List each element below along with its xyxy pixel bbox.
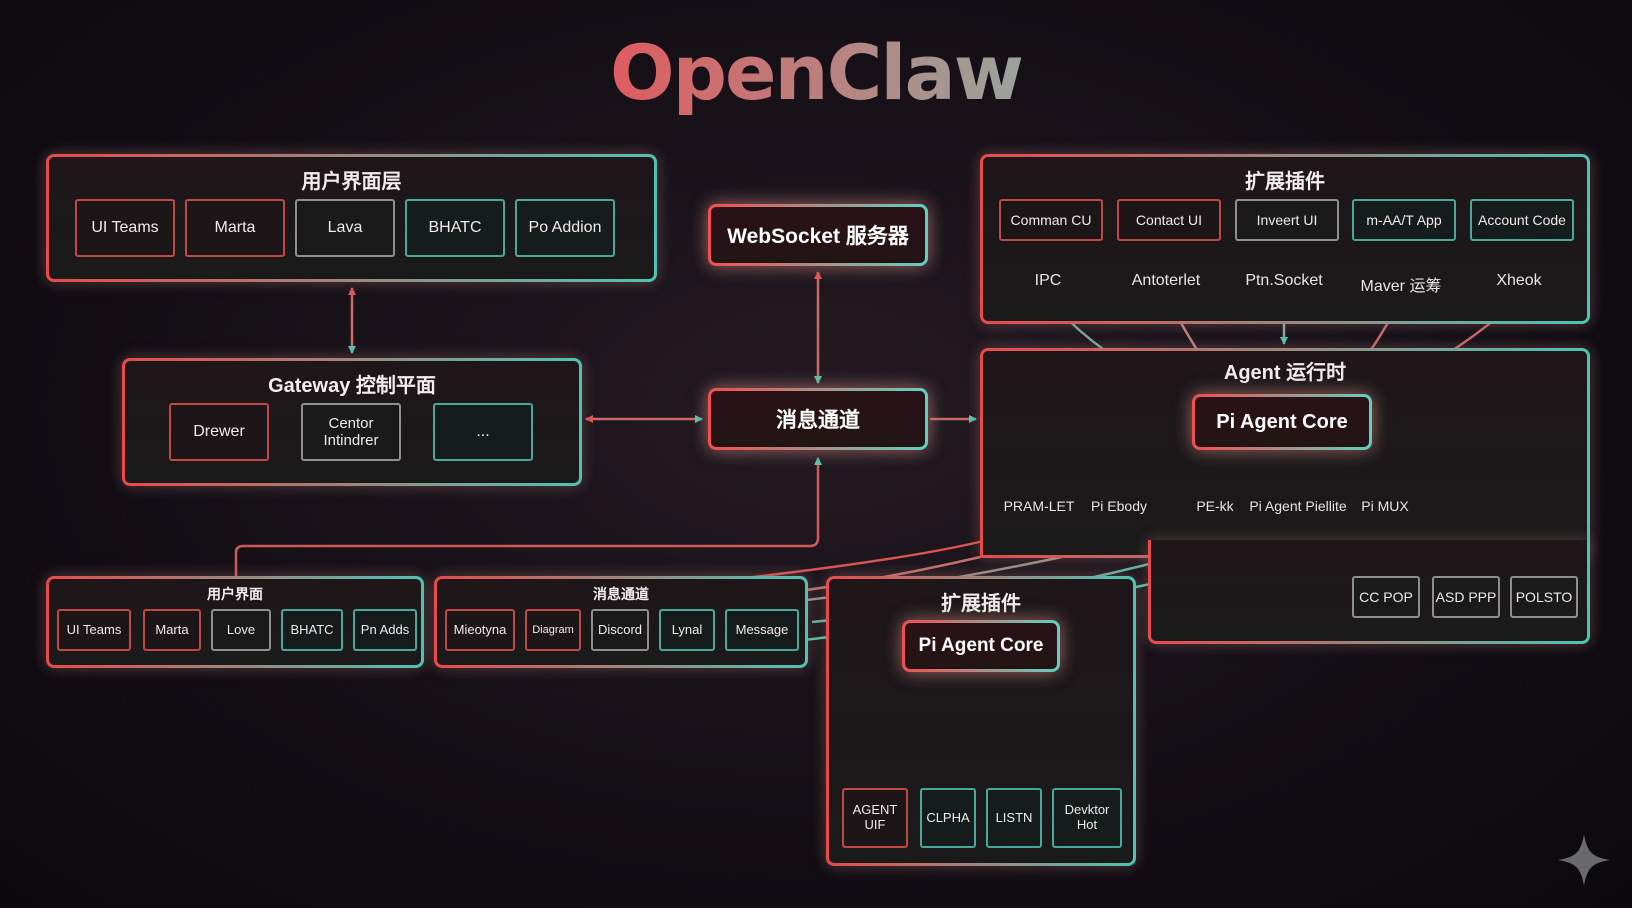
ui-surface-title: 用户界面 <box>207 586 263 602</box>
channel-item[interactable]: Lynal <box>659 609 715 651</box>
ui-layer-item[interactable]: BHATC <box>405 199 505 257</box>
agent-output: PE-kk <box>1196 498 1234 514</box>
agent-output: Pi Ebody <box>1090 498 1148 514</box>
agent-output: Pi Agent Piellite <box>1249 498 1347 514</box>
gateway-item[interactable]: Drewer <box>169 403 269 461</box>
pi-agent-core-node[interactable]: Pi Agent Core <box>1192 394 1372 450</box>
extensions-bottom-title: 扩展插件 <box>941 593 1021 615</box>
extension-item[interactable]: Comman CU <box>999 199 1103 241</box>
ui-surface-panel: 用户界面 UI Teams Marta Love BHATC Pn Adds <box>46 576 424 668</box>
agent-output: Pi MUX <box>1361 498 1409 514</box>
channel-item[interactable]: Message <box>725 609 799 651</box>
channel-item[interactable]: Discord <box>591 609 649 651</box>
extension-bottom-item[interactable]: AGENT UIF <box>842 788 908 848</box>
extension-output: Maver 运筹 <box>1360 278 1442 295</box>
extension-bottom-item[interactable]: LISTN <box>986 788 1042 848</box>
extensions-top-title: 扩展插件 <box>1245 171 1325 193</box>
ui-surface-item[interactable]: Pn Adds <box>353 609 417 651</box>
app-title: OpenClaw <box>0 28 1632 117</box>
agent-runtime-panel <box>980 348 1590 558</box>
extension-bottom-item[interactable]: Devktor Hot <box>1052 788 1122 848</box>
extension-output: Xheok <box>1496 272 1542 289</box>
gateway-item[interactable]: Centor Intindrer <box>301 403 401 461</box>
channels-title: 消息通道 <box>593 586 649 602</box>
extension-item[interactable]: m-AA/T App <box>1352 199 1456 241</box>
message-channel-node[interactable]: 消息通道 <box>708 388 928 450</box>
extension-item[interactable]: Account Code <box>1470 199 1574 241</box>
ui-surface-item[interactable]: Marta <box>143 609 201 651</box>
ui-layer-title: 用户界面层 <box>301 171 402 193</box>
extensions-top-panel: 扩展插件 Comman CU Contact UI Inveert UI m-A… <box>980 154 1590 324</box>
gateway-title: Gateway 控制平面 <box>268 375 436 397</box>
ui-layer-item[interactable]: Po Addion <box>515 199 615 257</box>
agent-tool[interactable]: ASD PPP <box>1432 576 1500 618</box>
extension-item[interactable]: Contact UI <box>1117 199 1221 241</box>
sparkle-icon <box>1558 834 1610 886</box>
ui-surface-item[interactable]: Love <box>211 609 271 651</box>
channel-item[interactable]: Mieotyna <box>445 609 515 651</box>
extension-bottom-item[interactable]: CLPHA <box>920 788 976 848</box>
ui-layer-item[interactable]: Marta <box>185 199 285 257</box>
ui-surface-item[interactable]: UI Teams <box>57 609 131 651</box>
gateway-panel: Gateway 控制平面 Drewer Centor Intindrer ... <box>122 358 582 486</box>
channels-panel: 消息通道 Mieotyna Diagram Discord Lynal Mess… <box>434 576 808 668</box>
ui-surface-item[interactable]: BHATC <box>281 609 343 651</box>
extension-item[interactable]: Inveert UI <box>1235 199 1339 241</box>
agent-output: PRAM-LET <box>1003 498 1075 514</box>
extension-output: IPC <box>1034 272 1062 289</box>
pi-agent-core-bottom-node[interactable]: Pi Agent Core <box>902 620 1060 672</box>
ui-layer-item[interactable]: UI Teams <box>75 199 175 257</box>
gateway-item[interactable]: ... <box>433 403 533 461</box>
agent-tool[interactable]: CC POP <box>1352 576 1420 618</box>
agent-tool[interactable]: POLSTO <box>1510 576 1578 618</box>
ui-layer-item[interactable]: Lava <box>295 199 395 257</box>
channel-item[interactable]: Diagram <box>525 609 581 651</box>
agent-runtime-title: Agent 运行时 <box>1223 362 1347 384</box>
ui-layer-panel: 用户界面层 UI Teams Marta Lava BHATC Po Addio… <box>46 154 657 282</box>
extension-output: Ptn.Socket <box>1245 272 1323 289</box>
extension-output: Antoterlet <box>1131 272 1201 289</box>
websocket-server-node[interactable]: WebSocket 服务器 <box>708 204 928 266</box>
